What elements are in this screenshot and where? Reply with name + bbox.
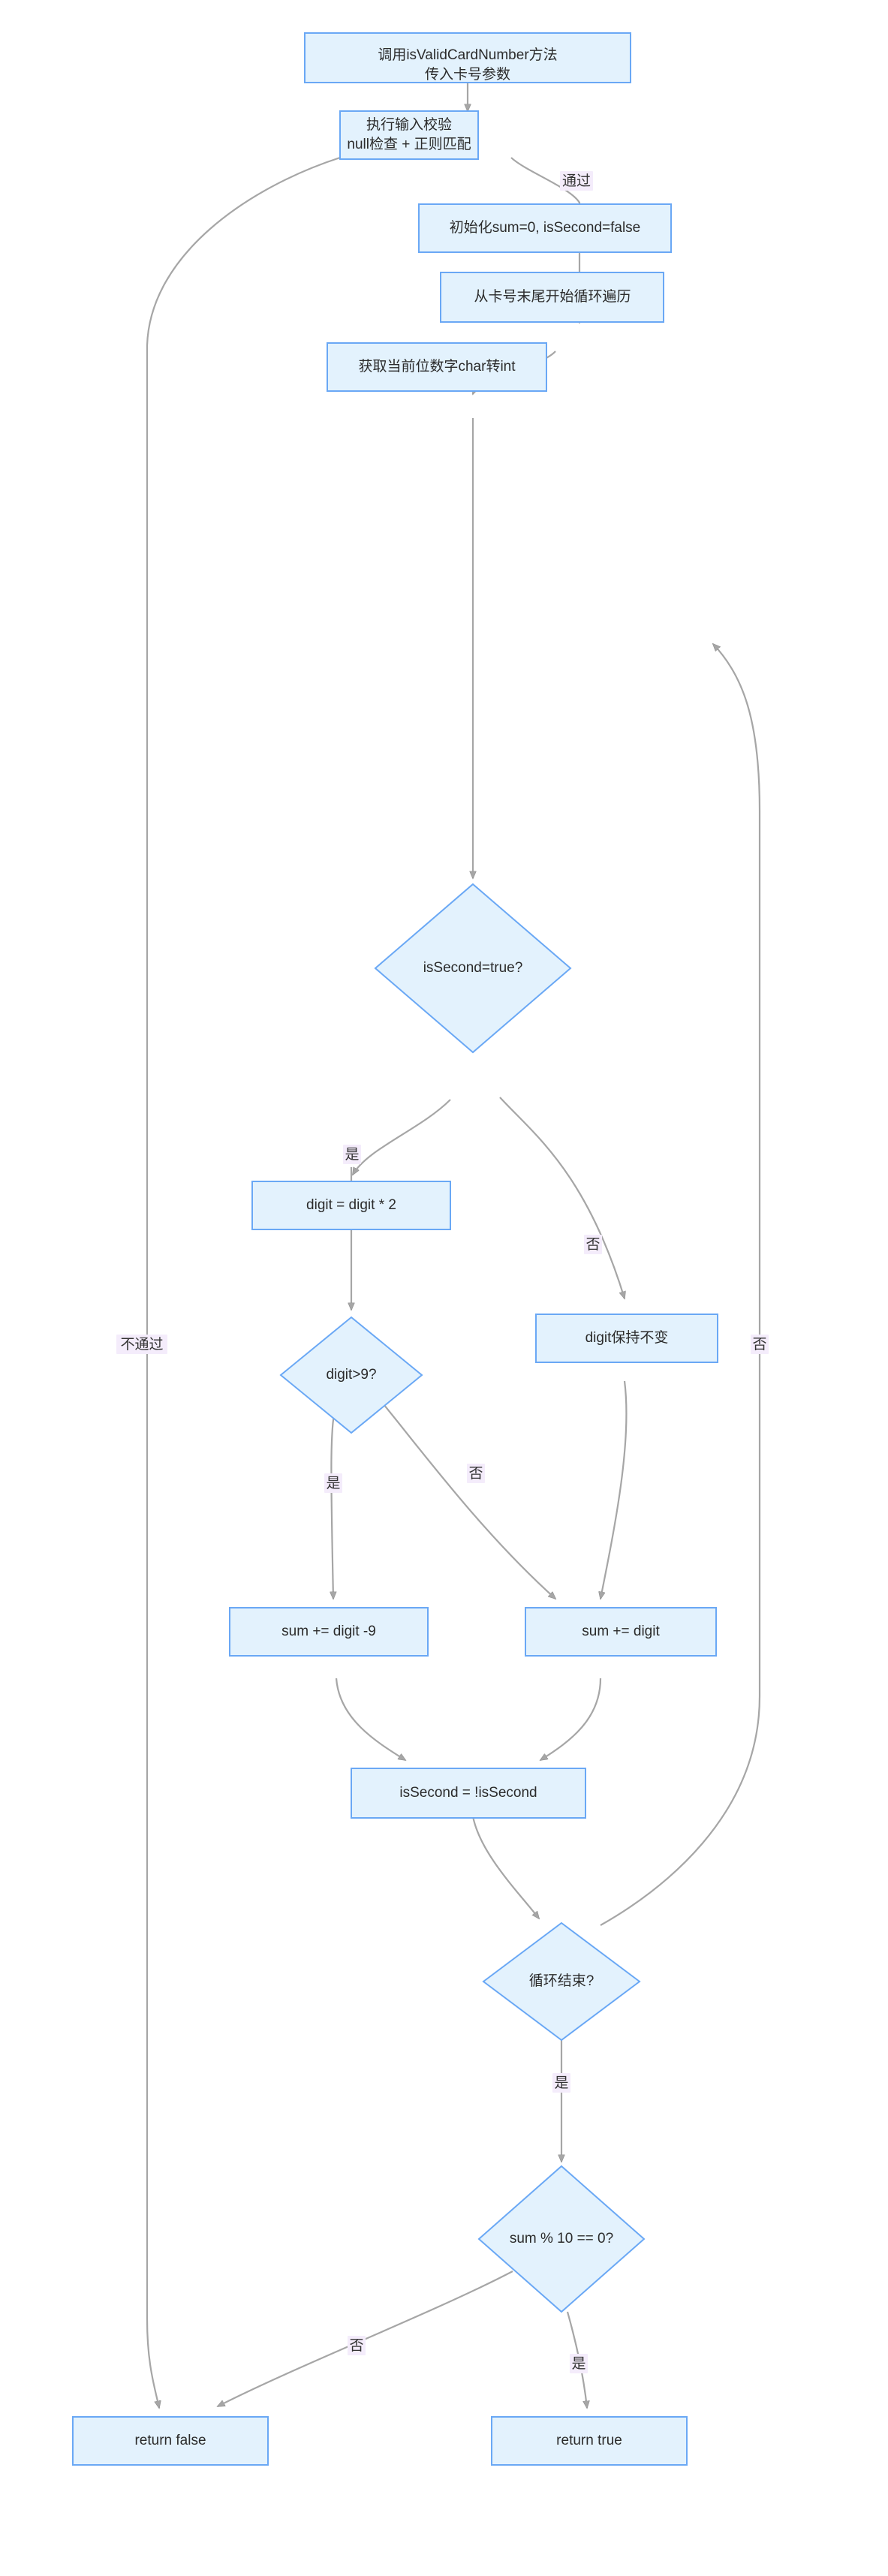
edge-label-fail-text: 不通过: [120, 1336, 163, 1353]
edge-summinus9-to-toggle: [335, 1678, 405, 1760]
edge-label-mod10-no-text: 否: [349, 2338, 363, 2354]
edge-gt9-to-sumdigit: [376, 1395, 555, 1599]
edge-label-loop-no: 否: [751, 1335, 769, 1354]
edge-issecond-to-keep: [499, 1097, 625, 1299]
node-start[interactable]: 调用isValidCardNumber方法 传入卡号参数: [304, 32, 631, 83]
edge-validate-to-return-false: [146, 156, 341, 2408]
node-getdigit-label: 获取当前位数字char转int: [358, 358, 516, 375]
edges-layer: [146, 81, 761, 2408]
node-validate-label-line1: 执行输入校验: [366, 116, 452, 133]
edge-label-gt9-yes-text: 是: [326, 1476, 340, 1491]
node-return-true[interactable]: return true: [491, 2416, 688, 2466]
edge-label-mod10-yes-text: 是: [571, 2356, 585, 2372]
edge-label-loopend-yes: 是: [552, 2073, 570, 2093]
edge-label-issecond-yes: 是: [343, 1145, 361, 1164]
edge-label-fail: 不通过: [116, 1335, 167, 1354]
node-sum-plus-digit-minus-9[interactable]: sum += digit -9: [229, 1607, 429, 1657]
node-digit-double[interactable]: digit = digit * 2: [251, 1181, 451, 1230]
edge-label-gt9-yes: 是: [324, 1473, 342, 1493]
node-gt9-label: digit>9?: [326, 1367, 376, 1383]
edge-labels-layer: 通过 不通过 是 否 是 否: [116, 171, 769, 2373]
node-validate-label-line2: null检查 + 正则匹配: [347, 136, 471, 152]
edge-label-loop-no-text: 否: [752, 1337, 766, 1353]
node-summinus9-label: sum += digit -9: [281, 1624, 376, 1639]
edge-issecond-to-double: [352, 1099, 451, 1175]
edge-label-mod10-no: 否: [348, 2336, 366, 2355]
edge-label-pass-text: 通过: [562, 173, 591, 189]
node-issecond-decision[interactable]: isSecond=true?: [374, 883, 572, 1054]
edge-validate-to-init: [510, 157, 579, 236]
node-get-digit[interactable]: 获取当前位数字char转int: [327, 342, 547, 392]
edge-gt9-to-summinus9: [331, 1399, 338, 1599]
edge-label-issecond-no-text: 否: [585, 1237, 600, 1253]
edge-sumdigit-to-toggle: [540, 1678, 602, 1760]
edge-label-issecond-yes-text: 是: [345, 1147, 359, 1163]
edge-label-mod10-yes: 是: [570, 2354, 588, 2373]
node-returntrue-label: return true: [556, 2433, 622, 2448]
edge-label-gt9-no: 否: [467, 1464, 485, 1483]
node-toggle-issecond[interactable]: isSecond = !isSecond: [351, 1768, 586, 1819]
node-sumdigit-label: sum += digit: [582, 1624, 660, 1639]
edge-label-loopend-yes-text: 是: [554, 2075, 568, 2091]
node-loop-start[interactable]: 从卡号末尾开始循环遍历: [440, 272, 664, 323]
node-mod10-label: sum % 10 == 0?: [510, 2231, 613, 2246]
node-toggle-label: isSecond = !isSecond: [399, 1785, 537, 1801]
node-keep-label: digit保持不变: [585, 1329, 669, 1346]
node-sum-plus-digit[interactable]: sum += digit: [525, 1607, 717, 1657]
edge-toggle-to-loopend: [471, 1816, 539, 1918]
node-sum-mod-10-decision[interactable]: sum % 10 == 0?: [477, 2165, 646, 2313]
edge-mod10-to-return-false: [218, 2271, 513, 2407]
node-double-label: digit = digit * 2: [306, 1197, 396, 1213]
node-init-label: 初始化sum=0, isSecond=false: [450, 219, 641, 236]
node-initialize[interactable]: 初始化sum=0, isSecond=false: [418, 203, 672, 253]
edge-keep-to-sumdigit: [601, 1380, 628, 1599]
node-start-label-line2: 传入卡号参数: [425, 66, 510, 83]
edge-label-pass: 通过: [560, 171, 593, 191]
edge-label-gt9-no-text: 否: [468, 1466, 483, 1482]
node-returnfalse-label: return false: [134, 2433, 206, 2448]
edge-loopend-to-loopstart: [600, 644, 761, 1926]
node-loopstart-label: 从卡号末尾开始循环遍历: [474, 288, 631, 305]
nodes-layer: 调用isValidCardNumber方法 传入卡号参数 执行输入校验 null…: [72, 32, 718, 2466]
node-issecond-label: isSecond=true?: [423, 960, 523, 976]
node-start-label-line1: 调用isValidCardNumber方法: [378, 47, 557, 63]
node-digit-unchanged[interactable]: digit保持不变: [535, 1314, 718, 1363]
node-digit-greater-9-decision[interactable]: digit>9?: [279, 1316, 423, 1434]
node-loopend-label: 循环结束?: [529, 1973, 595, 1989]
node-loop-end-decision[interactable]: 循环结束?: [482, 1921, 641, 2042]
node-return-false[interactable]: return false: [72, 2416, 269, 2466]
edge-label-issecond-no: 否: [584, 1235, 602, 1254]
node-input-validation[interactable]: 执行输入校验 null检查 + 正则匹配: [339, 110, 479, 160]
